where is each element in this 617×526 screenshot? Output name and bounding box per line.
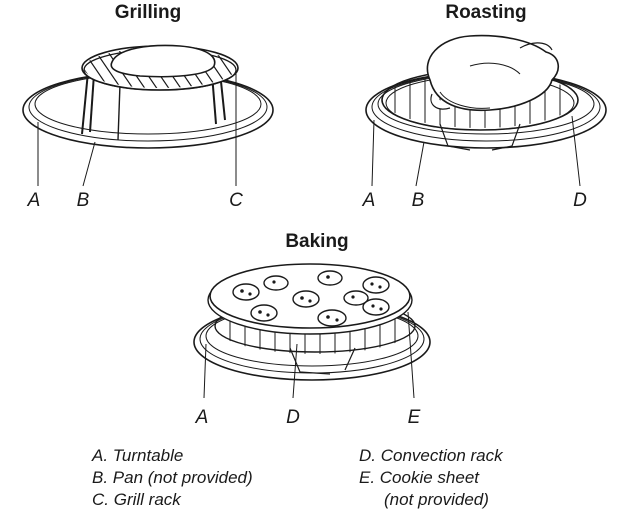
label-a: A <box>195 407 209 428</box>
legend-item-grill-rack: C. Grill rack <box>92 490 181 509</box>
baking-title: Baking <box>285 231 348 252</box>
grilling-leaders <box>37 70 237 187</box>
label-e: E <box>408 407 421 428</box>
roast-chicken <box>426 34 559 112</box>
label-a: A <box>27 190 41 211</box>
roasting-panel: Roasting <box>362 2 607 211</box>
roasting-leaders <box>371 115 581 187</box>
label-c: C <box>229 190 243 211</box>
label-d: D <box>286 407 300 428</box>
cookies <box>232 270 390 327</box>
label-b: B <box>77 190 90 211</box>
legend-right: D. Convection rack E. Cookie sheet (not … <box>359 445 503 511</box>
label-b: B <box>412 190 425 211</box>
grilling-panel: Grilling <box>22 2 274 211</box>
legend-item-pan: B. Pan (not provided) <box>92 468 253 487</box>
legend-item-convection-rack: D. Convection rack <box>359 446 503 465</box>
legend-item-cookie-sheet-note: (not provided) <box>384 490 489 509</box>
legend-left: A. Turntable B. Pan (not provided) C. Gr… <box>92 445 253 511</box>
grill-rack <box>81 44 239 141</box>
grilling-title: Grilling <box>115 2 182 23</box>
baking-panel: Baking <box>193 231 431 428</box>
legend-item-turntable: A. Turntable <box>92 446 184 465</box>
label-d: D <box>573 190 587 211</box>
legend-item-cookie-sheet: E. Cookie sheet <box>359 468 480 487</box>
roasting-title: Roasting <box>445 2 526 23</box>
baking-leaders <box>203 311 415 399</box>
label-a: A <box>362 190 376 211</box>
